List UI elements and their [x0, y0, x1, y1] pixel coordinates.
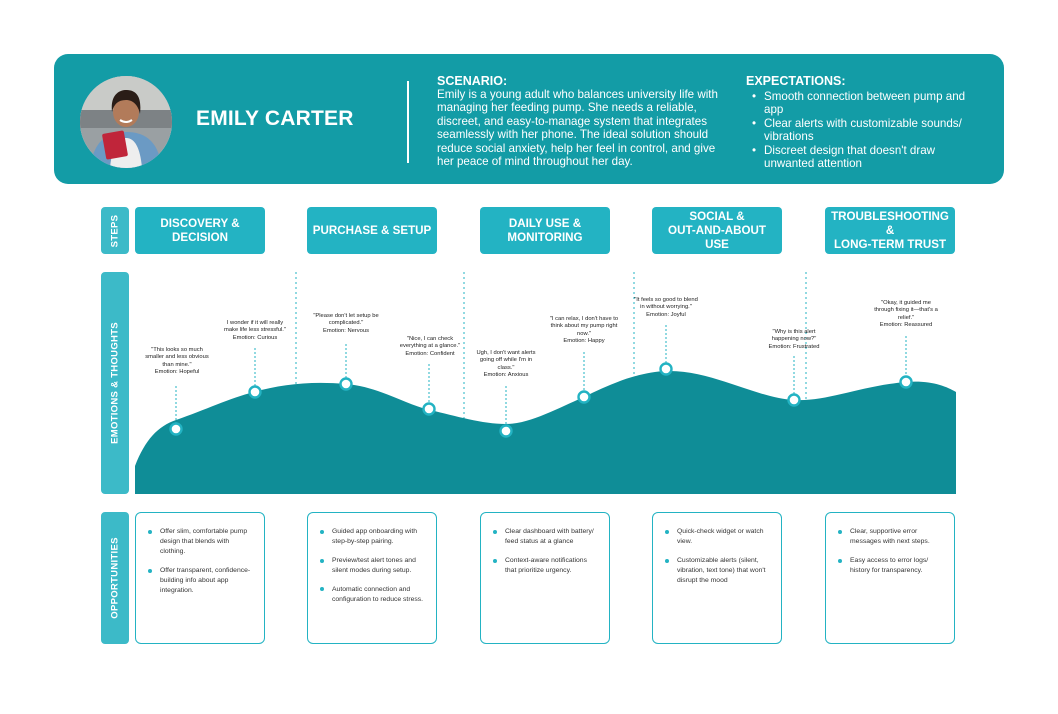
expectation-item: Clear alerts with customizable sounds/ v… — [746, 117, 986, 144]
emotion-point — [899, 375, 913, 389]
emotion-point — [659, 362, 673, 376]
opportunity-item: Clear dashboard with battery/ feed statu… — [493, 527, 599, 547]
opportunity-item: Customizable alerts (silent, vibration, … — [665, 556, 771, 587]
row-label-steps: STEPS — [101, 207, 129, 254]
expectations-list: Smooth connection between pump and app C… — [746, 90, 986, 170]
emotion-quote: "I can relax, I don't have to think abou… — [549, 316, 619, 345]
opportunity-item: Clear, supportive error messages with ne… — [838, 527, 944, 547]
emotion-point — [577, 390, 591, 404]
opportunity-card-discovery: Offer slim, comfortable pump design that… — [135, 512, 265, 644]
opportunity-item: Offer slim, comfortable pump design that… — [148, 527, 254, 558]
expectation-item: Smooth connection between pump and app — [746, 90, 986, 117]
emotion-quote: "Okay, it guided me through fixing it—th… — [874, 300, 938, 329]
persona-name: EMILY CARTER — [196, 107, 354, 130]
persona-header: EMILY CARTER SCENARIO: Emily is a young … — [54, 54, 1004, 184]
scenario-title: SCENARIO: — [437, 74, 508, 88]
opportunity-list: Quick-check widget or watch view. Custom… — [665, 527, 771, 586]
emotion-point — [169, 422, 183, 436]
emotion-quote: I wonder if it will really make life les… — [224, 320, 286, 341]
scenario-block: SCENARIO: Emily is a young adult who bal… — [437, 74, 722, 169]
opportunity-item: Automatic connection and configuration t… — [320, 585, 426, 605]
emotion-points — [169, 362, 913, 438]
emotion-connectors — [175, 325, 907, 430]
emotion-point — [248, 385, 262, 399]
emotion-quote: "Why is this alert happening now?" Emoti… — [768, 329, 820, 350]
opportunity-list: Guided app onboarding with step-by-step … — [320, 527, 426, 605]
opportunity-item: Quick-check widget or watch view. — [665, 527, 771, 547]
opportunity-item: Easy access to error logs/ history for t… — [838, 556, 944, 576]
opportunity-item: Guided app onboarding with step-by-step … — [320, 527, 426, 547]
opportunity-card-purchase: Guided app onboarding with step-by-step … — [307, 512, 437, 644]
emotion-point — [339, 377, 353, 391]
expectations-title: EXPECTATIONS: — [746, 74, 846, 88]
opportunity-item: Preview/test alert tones and silent mode… — [320, 556, 426, 576]
step-troubleshooting: TROUBLESHOOTING & LONG-TERM TRUST — [825, 207, 955, 254]
opportunity-card-troubleshooting: Clear, supportive error messages with ne… — [825, 512, 955, 644]
opportunity-item: Offer transparent, confidence-building i… — [148, 566, 254, 597]
emotion-point — [422, 402, 436, 416]
emotion-quote: "This looks so much smaller and less obv… — [145, 347, 209, 376]
opportunity-card-social: Quick-check widget or watch view. Custom… — [652, 512, 782, 644]
opportunity-item: Context-aware notifications that priorit… — [493, 556, 599, 576]
emotion-point — [499, 424, 513, 438]
emotion-quote: "Nice, I can check everything at a glanc… — [399, 336, 461, 357]
opportunity-list: Clear, supportive error messages with ne… — [838, 527, 944, 576]
step-purchase: PURCHASE & SETUP — [307, 207, 437, 254]
row-label-emotions: EMOTIONS & THOUGHTS — [101, 272, 129, 494]
header-divider — [407, 81, 409, 163]
emotion-curve — [135, 370, 956, 494]
step-social: SOCIAL & OUT-AND-ABOUT USE — [652, 207, 782, 254]
scenario-text: Emily is a young adult who balances univ… — [437, 88, 718, 169]
emotion-quote: "Please don't let setup be complicated."… — [313, 313, 379, 334]
emotion-point — [787, 393, 801, 407]
step-discovery: DISCOVERY & DECISION — [135, 207, 265, 254]
row-label-opportunities: OPPORTUNITIES — [101, 512, 129, 644]
expectations-block: EXPECTATIONS: Smooth connection between … — [746, 74, 986, 171]
opportunity-list: Clear dashboard with battery/ feed statu… — [493, 527, 599, 576]
opportunity-card-daily-use: Clear dashboard with battery/ feed statu… — [480, 512, 610, 644]
opportunity-list: Offer slim, comfortable pump design that… — [148, 527, 254, 597]
step-daily-use: DAILY USE & MONITORING — [480, 207, 610, 254]
emotion-quote: "It feels so good to blend in without wo… — [634, 297, 698, 318]
expectation-item: Discreet design that doesn't draw unwant… — [746, 144, 986, 171]
emotion-quote: Ugh, I don't want alerts going off while… — [476, 350, 536, 379]
